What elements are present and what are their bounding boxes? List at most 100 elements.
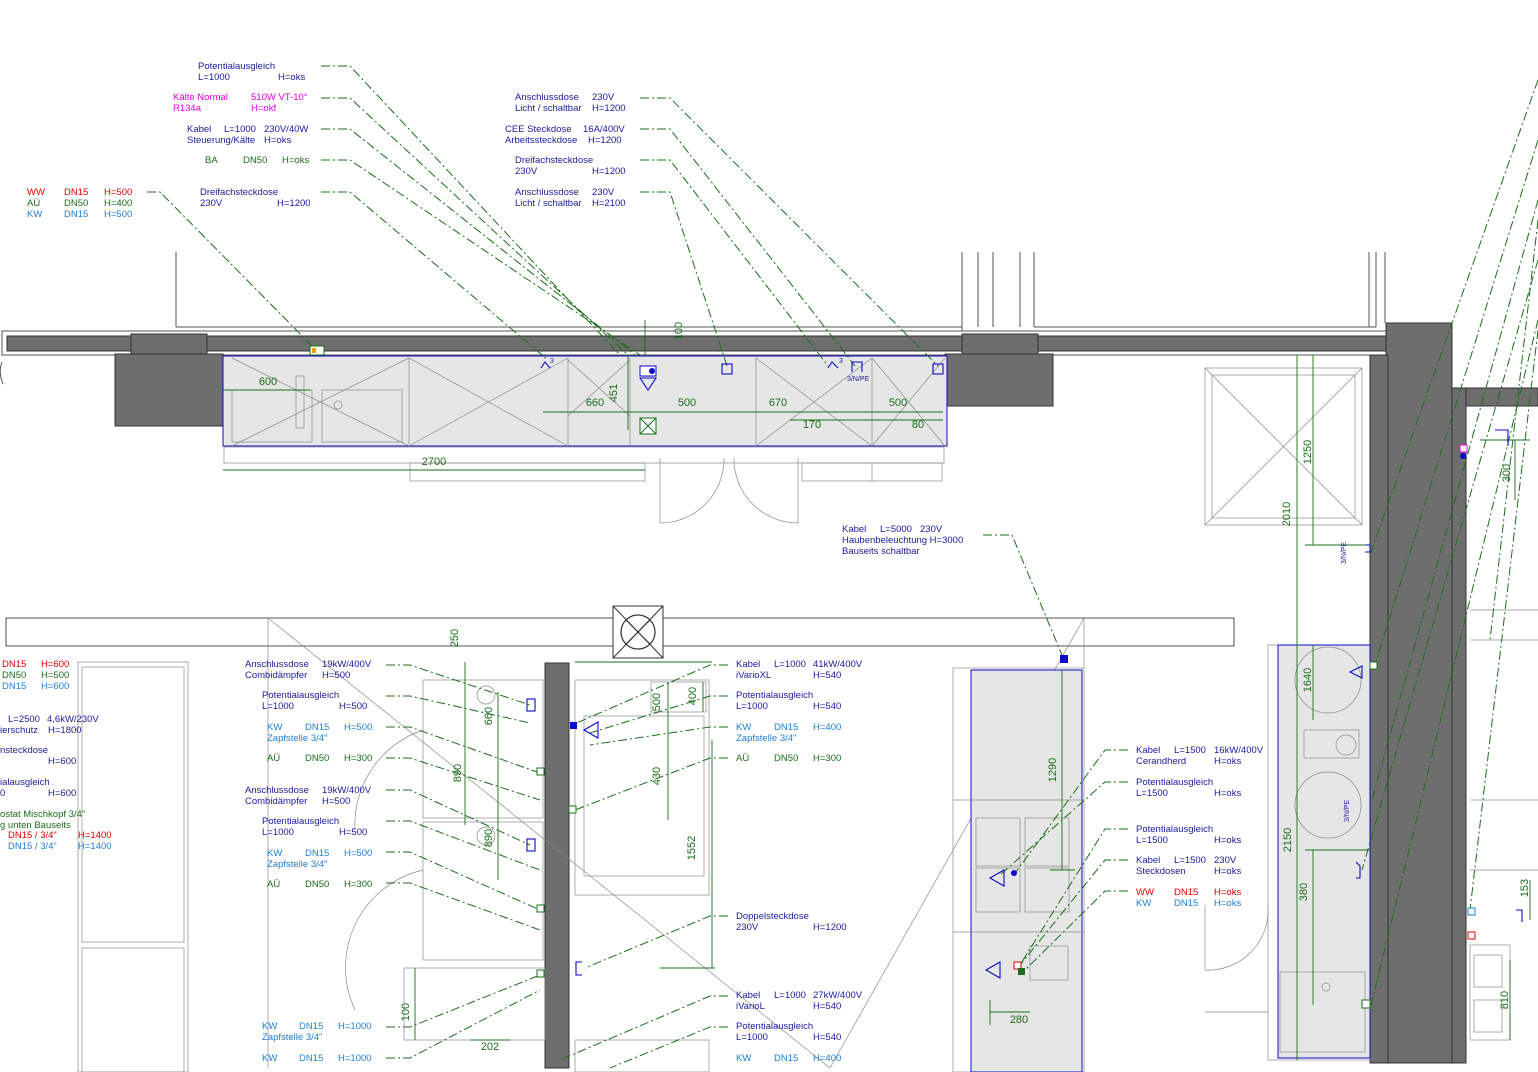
- label-text: L=1000: [736, 1032, 768, 1043]
- label-text: H=okf: [251, 103, 276, 114]
- label-text: DN15 / 3/4": [8, 841, 57, 852]
- label-text: H=500: [104, 209, 132, 220]
- label-text: H=oks: [1214, 756, 1241, 767]
- label-text: H=1200: [592, 166, 626, 177]
- label-text: H=500: [344, 848, 372, 859]
- label-text: H=600: [48, 788, 76, 799]
- dimension-label: 100: [673, 322, 685, 340]
- label-text: Bauseits schaltbar: [842, 546, 920, 557]
- label-text: Combidämpfer: [245, 670, 307, 681]
- label-text: H=1800: [48, 725, 82, 736]
- dimension-label: 250: [449, 629, 461, 647]
- label-text: 0: [0, 788, 5, 799]
- label-text: H=oks: [278, 72, 305, 83]
- label-text: 19kW/400V: [322, 785, 372, 796]
- label-lw9: DN15 / 3/4"H=1400: [8, 841, 112, 852]
- label-text: DN15: [2, 659, 26, 670]
- label-text: AÜ: [27, 198, 40, 209]
- label-text: H=600: [41, 659, 69, 670]
- label-text: H=oks: [1214, 835, 1241, 846]
- label-text: Potentialausgleich: [1136, 777, 1213, 788]
- label-text: H=1200: [813, 922, 847, 933]
- label-text: Potentialausgleich: [262, 690, 339, 701]
- label-text: 19kW/400V: [322, 659, 372, 670]
- label-text: H=400: [104, 198, 132, 209]
- label-text: L=1000: [262, 701, 294, 712]
- label-text: Potentialausgleich: [736, 690, 813, 701]
- label-text: H=540: [813, 701, 841, 712]
- dimension-label: 430: [651, 767, 663, 785]
- label-text: DN50: [2, 670, 26, 681]
- label-text: g unten Bauseits: [0, 820, 71, 831]
- combi-ovens: [345, 679, 546, 1041]
- label-text: 230V: [592, 187, 615, 198]
- label-text: Combidämpfer: [245, 796, 307, 807]
- label-text: Haubenbeleuchtung H=3000: [842, 535, 963, 546]
- label-text: Licht / schaltbar: [515, 198, 582, 209]
- label-text: KW: [736, 722, 751, 733]
- dimension-label: 170: [803, 419, 821, 431]
- label-text: Kabel: [1136, 745, 1160, 756]
- dimension-label: 810: [1499, 991, 1511, 1009]
- hood-center: [267, 605, 1085, 1069]
- dimension-lines: [223, 320, 1531, 1060]
- label-text: H=500: [322, 670, 350, 681]
- dimension-label: 451: [608, 384, 620, 402]
- label-text: Dreifachsteckdose: [515, 155, 593, 166]
- label-text: 230V: [736, 922, 759, 933]
- dimension-label: 2700: [422, 456, 446, 468]
- label-text: H=400: [813, 722, 841, 733]
- label-text: H=500: [322, 796, 350, 807]
- label-text: DN15: [64, 187, 88, 198]
- label-text: WW: [1136, 887, 1154, 898]
- label-text: H=500: [41, 670, 69, 681]
- label-text: 230V: [592, 92, 615, 103]
- label-text: KW: [262, 1053, 277, 1064]
- dimension-label: 1552: [686, 836, 698, 860]
- right-counter: [1204, 644, 1371, 1061]
- label-text: Zapfstelle 3/4": [267, 733, 327, 744]
- label-text: 510W VT-10°: [251, 92, 308, 103]
- label-text: Kabel: [842, 524, 866, 535]
- label-text: 41kW/400V: [813, 659, 863, 670]
- label-text: H=500: [339, 701, 367, 712]
- label-text: 230V/40W: [264, 124, 308, 135]
- label-text: BA: [205, 155, 218, 166]
- label-text: ialausgleich: [0, 777, 50, 788]
- label-text: L=1500: [1174, 745, 1206, 756]
- dimension-label: 202: [481, 1041, 499, 1053]
- label-text: H=oks: [1214, 788, 1241, 799]
- label-text: DN15: [305, 848, 329, 859]
- label-text: H=600: [48, 756, 76, 767]
- label-text: 16kW/400V: [1214, 745, 1264, 756]
- dimension-label: 600: [259, 376, 277, 388]
- label-text: DN15: [2, 681, 26, 692]
- leader-lines: [147, 65, 1538, 1069]
- label-text: H=500: [104, 187, 132, 198]
- symbol-label: 3/N/PE: [1341, 541, 1348, 564]
- dimension-label: 153: [1519, 879, 1531, 897]
- dimension-label: 660: [586, 397, 604, 409]
- label-text: H=1000: [338, 1021, 372, 1032]
- label-text: H=540: [813, 670, 841, 681]
- label-text: L=1500: [1174, 855, 1206, 866]
- label-text: H=1200: [277, 198, 311, 209]
- dimension-label: 1250: [1302, 440, 1314, 464]
- label-text: DN15: [299, 1053, 323, 1064]
